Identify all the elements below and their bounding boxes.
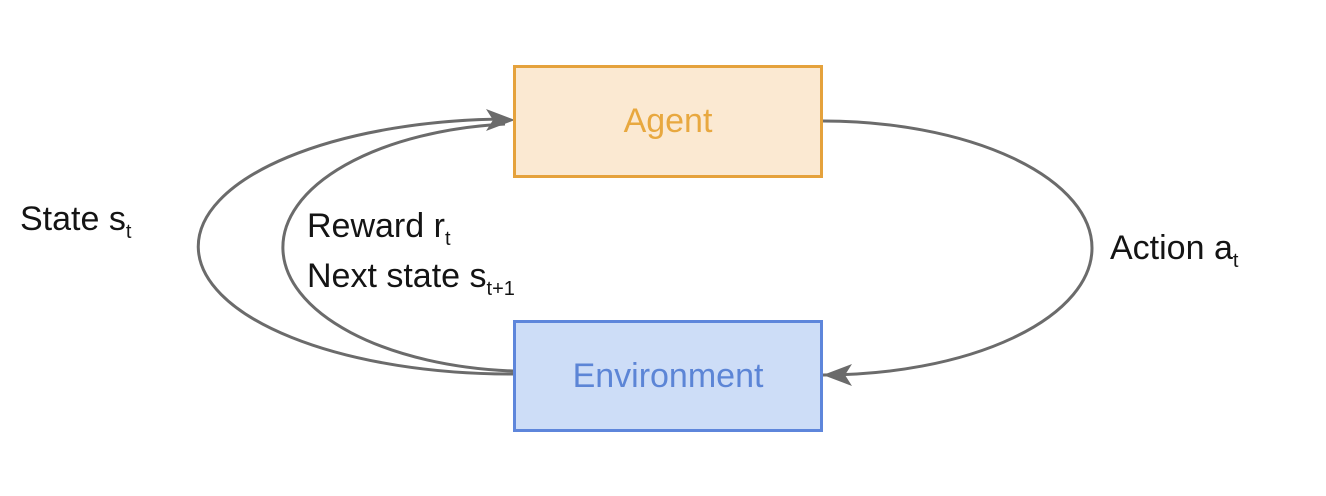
next-state-edge-line: Next state st+1: [307, 251, 515, 301]
state-arc: [196, 117, 514, 376]
reward-next-state-edge-label: Reward rt Next state st+1: [307, 201, 515, 301]
agent-node: Agent: [513, 65, 823, 178]
action-edge-text: Action a: [1110, 229, 1233, 267]
agent-node-label: Agent: [623, 102, 713, 140]
reward-edge-text: Reward r: [307, 207, 445, 245]
arrowhead-into-environment-icon: [823, 364, 852, 386]
state-edge-subscript: t: [125, 221, 132, 243]
environment-node-label: Environment: [572, 356, 764, 395]
next-state-edge-text: Next state s: [307, 257, 487, 295]
state-edge-text: State s: [20, 200, 126, 238]
action-arc: [822, 119, 1094, 377]
next-state-edge-subscript: t+1: [486, 278, 515, 300]
action-edge-label: Action at: [1110, 228, 1238, 271]
reward-next-state-arc: [281, 122, 514, 373]
arrowhead-into-agent-icon: [486, 109, 515, 131]
reward-edge-subscript: t: [444, 228, 451, 250]
reward-edge-line: Reward rt: [307, 201, 515, 251]
state-edge-label: State st: [20, 199, 131, 242]
action-edge-subscript: t: [1232, 250, 1239, 272]
environment-node: Environment: [513, 320, 823, 432]
